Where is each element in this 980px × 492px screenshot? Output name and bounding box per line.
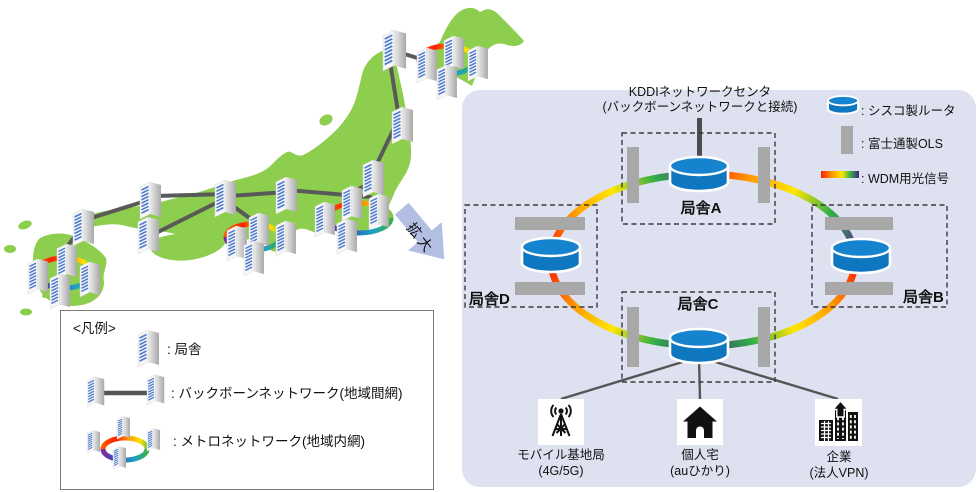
map-legend-box: <凡例> : 局舎 : バックボーンネットワーク(地域間網) : メトロネットワ…: [60, 310, 434, 490]
expand-arrow: [394, 202, 445, 260]
home-icon: [683, 406, 717, 438]
map-legend-title: <凡例>: [73, 321, 116, 336]
site-label-d: 局舎D: [469, 291, 510, 308]
site-label-a: 局舎A: [680, 200, 722, 217]
office-building-icon: [819, 399, 858, 441]
endpoint-label-office: 企業 (法人VPN): [809, 450, 869, 480]
site-label-c: 局舎C: [677, 296, 719, 313]
cisco-routers: [520, 155, 892, 365]
cisco-router-icon: [830, 237, 892, 275]
site-label-b: 局舎B: [903, 289, 944, 306]
cisco-router-icon: [520, 236, 582, 274]
mobile-base-station-icon: [550, 404, 572, 437]
wdm-signal-icon: [821, 171, 859, 178]
cisco-router-icon: [826, 95, 860, 115]
legend-label-ols: : 富士通製OLS: [861, 137, 943, 151]
panel-legend-icons: [821, 95, 860, 178]
fujitsu-ols-units: [515, 147, 893, 367]
cisco-router-icon: [668, 155, 730, 193]
map-legend-label-building: : 局舎: [167, 342, 202, 357]
cisco-router-icon: [668, 327, 730, 365]
title-line1: KDDIネットワークセンタ: [628, 85, 772, 99]
map-legend-label-metro: : メトロネットワーク(地域内網): [173, 434, 365, 449]
endpoint-label-mobile: モバイル基地局 (4G/5G): [517, 448, 605, 478]
endpoint-tiles: [538, 399, 862, 446]
fujitsu-ols-icon: [841, 126, 853, 154]
backbone-line: [150, 196, 228, 237]
backbone-line: [388, 60, 401, 120]
backbone-link-icon: [87, 373, 165, 408]
legend-label-router: : シスコ製ルータ: [861, 104, 956, 118]
legend-label-wdm: : WDM用光信号: [861, 172, 950, 186]
map-legend-label-backbone: : バックボーンネットワーク(地域間網): [171, 386, 403, 401]
kddi-network-center-title: KDDIネットワークセンタ (バックボーンネットワークと接続): [603, 85, 798, 114]
metro-ring-icon: [86, 415, 161, 470]
endpoint-label-home: 個人宅 (auひかり): [670, 448, 730, 478]
title-line2: (バックボーンネットワークと接続): [602, 99, 798, 114]
site-boxes: [464, 132, 948, 383]
